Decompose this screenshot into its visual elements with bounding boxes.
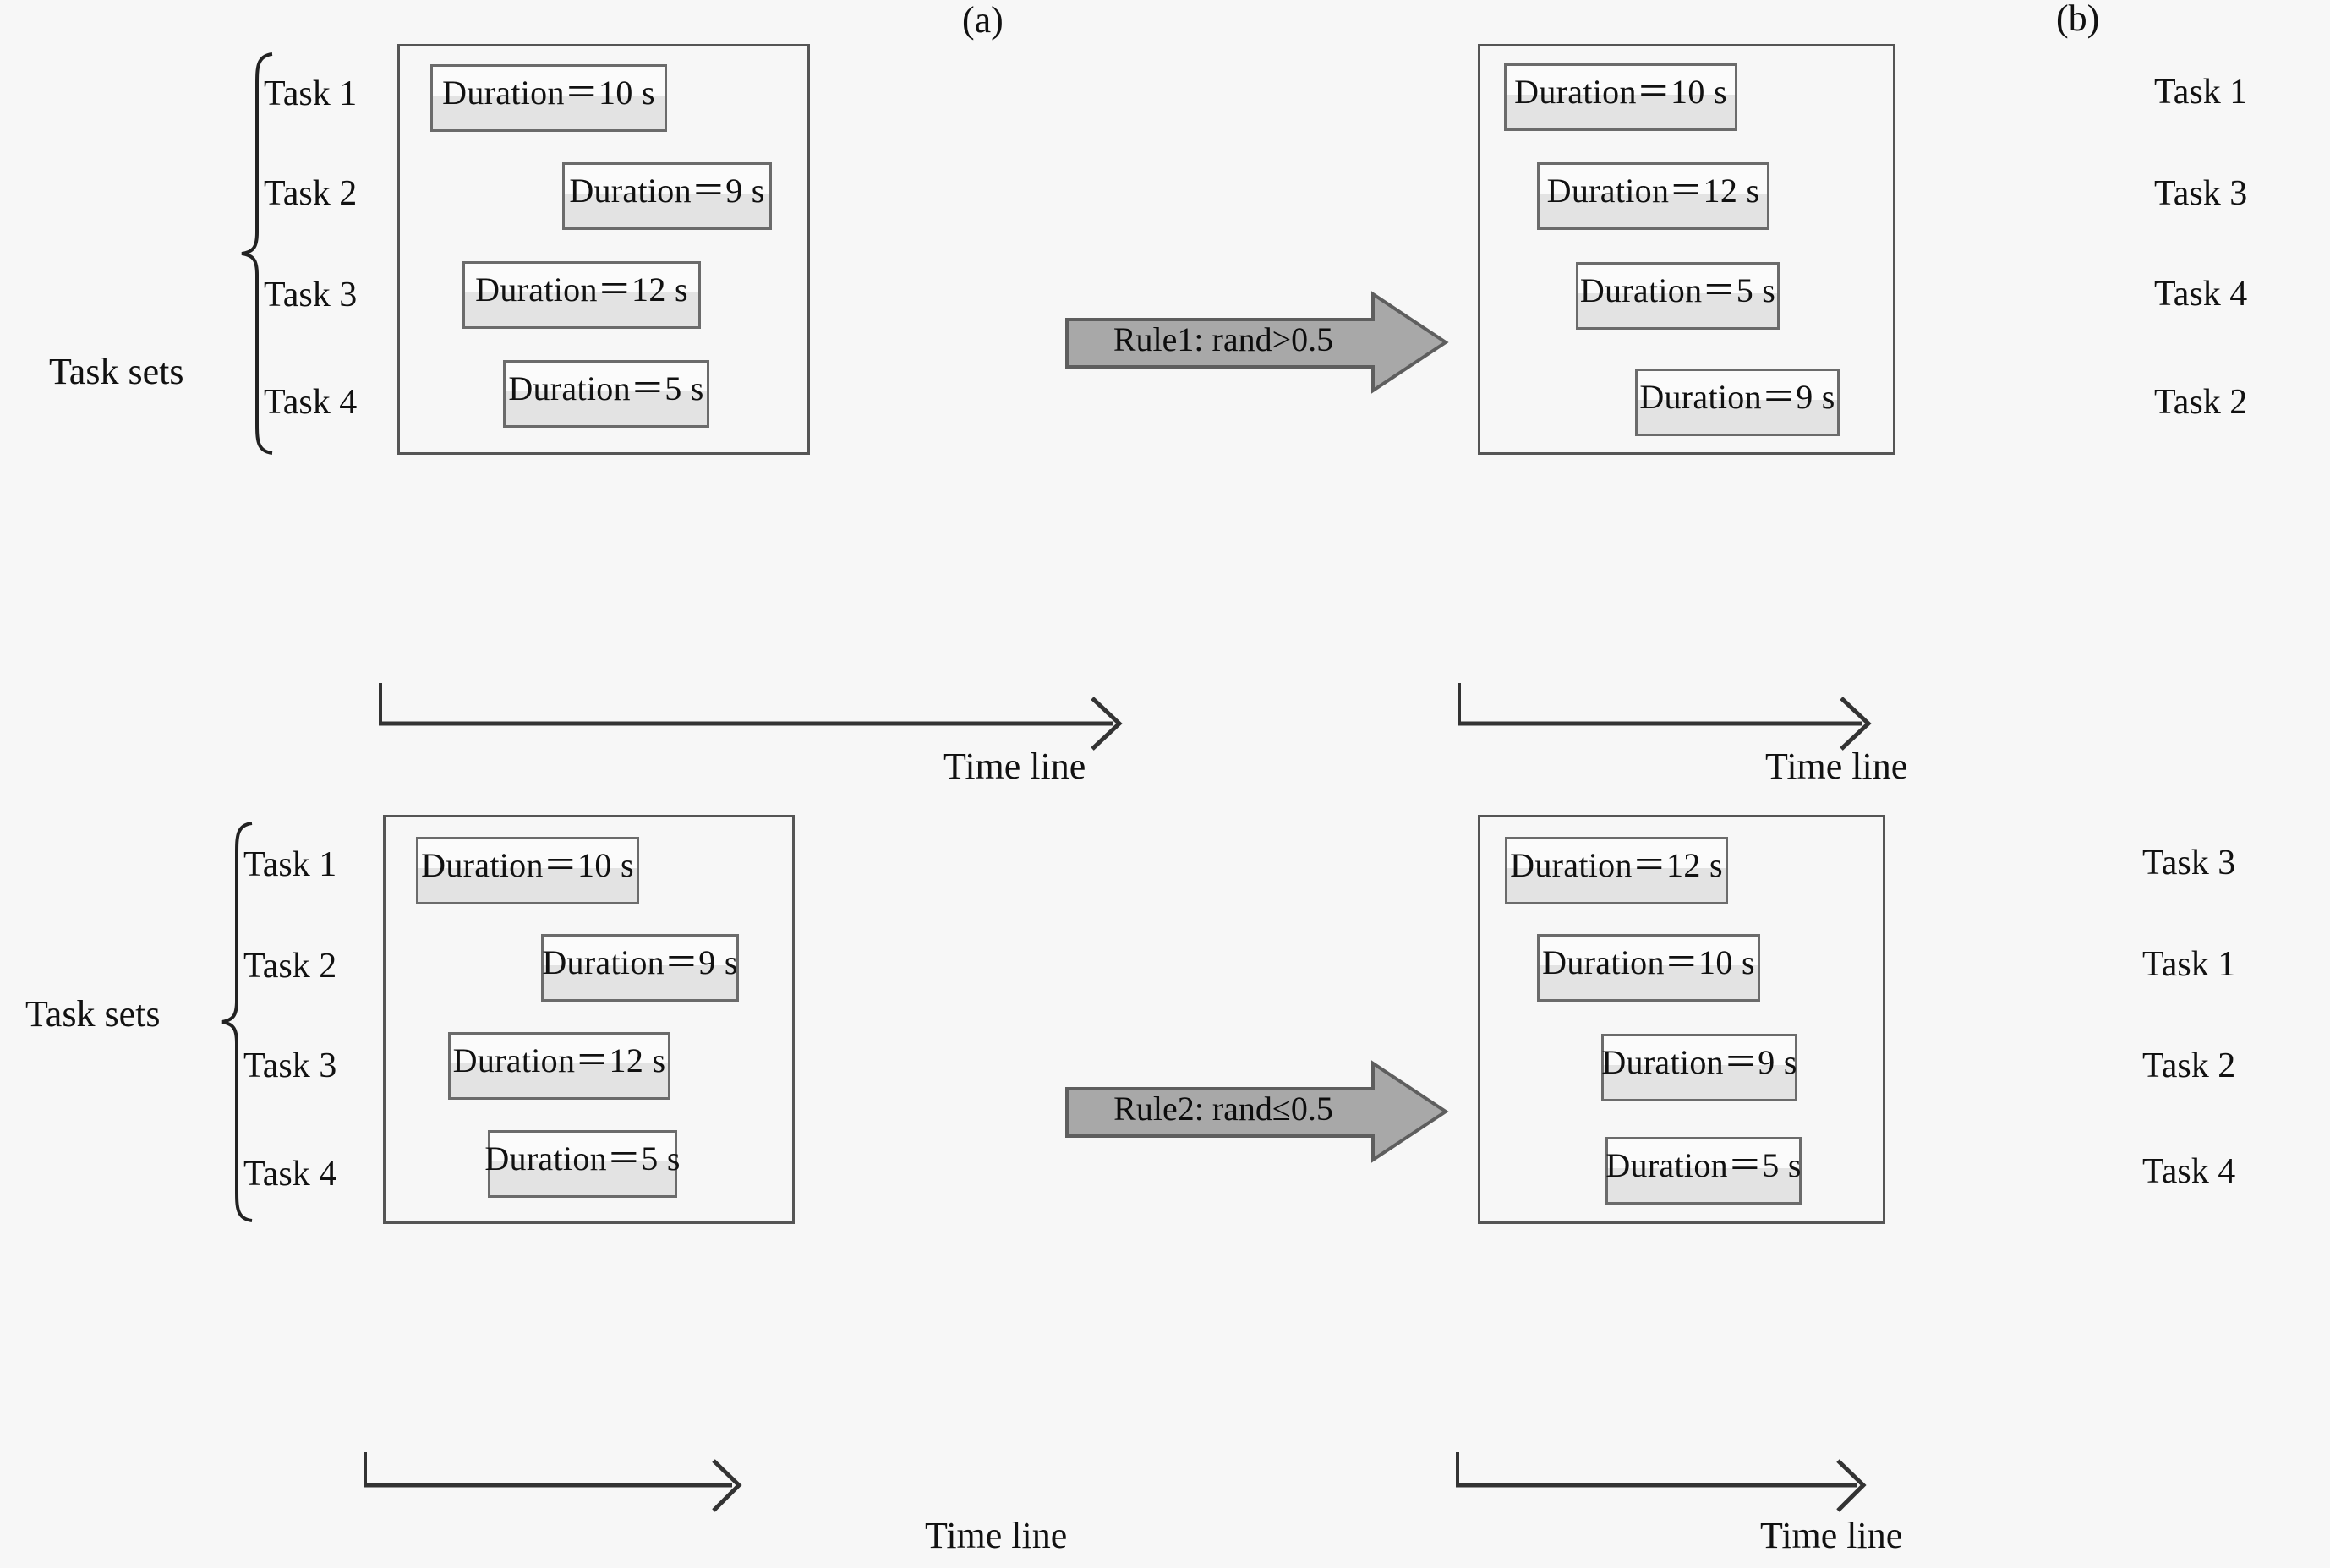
timeline-label-a-bottom: Time line: [925, 1515, 1068, 1556]
task-label-b-bottom-1: Task 3: [2142, 844, 2236, 882]
task-bar-b-top-1-label: Duration＝10 s: [1514, 73, 1727, 111]
task-bar-b-bottom-2[interactable]: Duration＝10 s: [1537, 934, 1760, 1002]
task-bar-b-top-3[interactable]: Duration＝5 s: [1576, 262, 1780, 330]
task-label-a-top-1: Task 1: [264, 74, 358, 113]
rule1-label: Rule1: rand>0.5: [1113, 320, 1334, 358]
task-bar-b-top-1[interactable]: Duration＝10 s: [1504, 63, 1737, 131]
timeline-label-a-top: Time line: [943, 746, 1086, 787]
task-sets-label-bottom: Task sets: [25, 993, 161, 1035]
task-label-b-top-2: Task 3: [2154, 174, 2248, 213]
task-label-b-bottom-3: Task 2: [2142, 1046, 2236, 1085]
task-bar-a-bottom-2[interactable]: Duration＝9 s: [541, 934, 739, 1002]
task-label-a-top-3: Task 3: [264, 276, 358, 314]
task-bar-b-bottom-4-label: Duration＝5 s: [1605, 1146, 1802, 1184]
task-label-b-top-3: Task 4: [2154, 275, 2248, 314]
task-label-b-bottom-4: Task 4: [2142, 1152, 2236, 1191]
schedule-panel-a-top: Duration＝10 s Duration＝9 s Duration＝12 s…: [397, 44, 810, 455]
task-label-a-bottom-3: Task 3: [243, 1046, 337, 1085]
task-bar-b-bottom-3[interactable]: Duration＝9 s: [1601, 1034, 1797, 1101]
schedule-panel-b-bottom: Duration＝12 s Duration＝10 s Duration＝9 s…: [1478, 815, 1885, 1224]
timeline-axis-b-top: [1454, 676, 2215, 752]
task-bar-a-top-3[interactable]: Duration＝12 s: [462, 261, 701, 329]
task-label-a-top-2: Task 2: [264, 174, 358, 213]
task-bar-a-bottom-3-label: Duration＝12 s: [452, 1041, 666, 1079]
task-bar-a-bottom-1[interactable]: Duration＝10 s: [416, 837, 639, 904]
task-bar-b-top-3-label: Duration＝5 s: [1579, 271, 1776, 309]
task-label-a-bottom-1: Task 1: [243, 845, 337, 884]
task-bar-b-bottom-1-label: Duration＝12 s: [1510, 846, 1723, 884]
rule1-arrow-icon: [1064, 287, 1461, 402]
task-bar-a-bottom-3[interactable]: Duration＝12 s: [448, 1032, 670, 1100]
task-label-b-top-1: Task 1: [2154, 73, 2248, 112]
task-bar-a-top-1[interactable]: Duration＝10 s: [430, 64, 667, 132]
task-bar-b-bottom-2-label: Duration＝10 s: [1542, 943, 1755, 981]
schedule-panel-b-top: Duration＝10 s Duration＝12 s Duration＝5 s…: [1478, 44, 1895, 455]
task-label-a-top-4: Task 4: [264, 383, 358, 422]
panel-tag-b: (b): [2056, 0, 2100, 39]
task-sets-brace-bottom: [218, 820, 260, 1224]
timeline-axis-a-bottom: [360, 1445, 1121, 1522]
task-label-a-bottom-2: Task 2: [243, 947, 337, 986]
timeline-axis-b-bottom: [1452, 1445, 2213, 1522]
task-bar-a-bottom-1-label: Duration＝10 s: [421, 846, 634, 884]
rule2-label: Rule2: rand≤0.5: [1113, 1090, 1333, 1128]
task-sets-label-top: Task sets: [49, 351, 184, 392]
timeline-label-b-bottom: Time line: [1760, 1515, 1903, 1556]
task-bar-b-top-2[interactable]: Duration＝12 s: [1537, 162, 1769, 230]
task-sets-brace-top: [238, 51, 281, 456]
task-bar-b-bottom-4[interactable]: Duration＝5 s: [1605, 1137, 1802, 1205]
task-bar-a-bottom-4[interactable]: Duration＝5 s: [484, 1130, 680, 1198]
rule2-arrow-icon: [1064, 1057, 1461, 1171]
task-bar-a-bottom-2-label: Duration＝9 s: [542, 943, 738, 981]
schedule-panel-a-bottom: Duration＝10 s Duration＝9 s Duration＝12 s…: [383, 815, 795, 1224]
task-label-b-bottom-2: Task 1: [2142, 945, 2236, 984]
task-bar-a-top-3-label: Duration＝12 s: [475, 270, 688, 309]
task-bar-b-top-4[interactable]: Duration＝9 s: [1635, 369, 1840, 436]
task-bar-b-top-4-label: Duration＝9 s: [1639, 378, 1835, 416]
task-bar-a-top-1-label: Duration＝10 s: [442, 74, 655, 112]
task-bar-a-top-4[interactable]: Duration＝5 s: [503, 360, 709, 428]
task-bar-a-top-4-label: Duration＝5 s: [508, 369, 704, 407]
task-bar-a-bottom-4-label: Duration＝5 s: [484, 1139, 681, 1177]
task-label-b-top-4: Task 2: [2154, 383, 2248, 422]
timeline-axis-a-top: [375, 676, 1136, 752]
task-label-a-bottom-4: Task 4: [243, 1155, 337, 1194]
task-bar-b-bottom-1[interactable]: Duration＝12 s: [1505, 837, 1728, 904]
task-bar-b-top-2-label: Duration＝12 s: [1546, 172, 1760, 210]
panel-tag-a: (a): [962, 0, 1004, 41]
timeline-label-b-top: Time line: [1765, 746, 1908, 787]
task-bar-a-top-2[interactable]: Duration＝9 s: [562, 162, 772, 230]
task-bar-b-bottom-3-label: Duration＝9 s: [1601, 1043, 1797, 1081]
task-bar-a-top-2-label: Duration＝9 s: [569, 172, 765, 210]
